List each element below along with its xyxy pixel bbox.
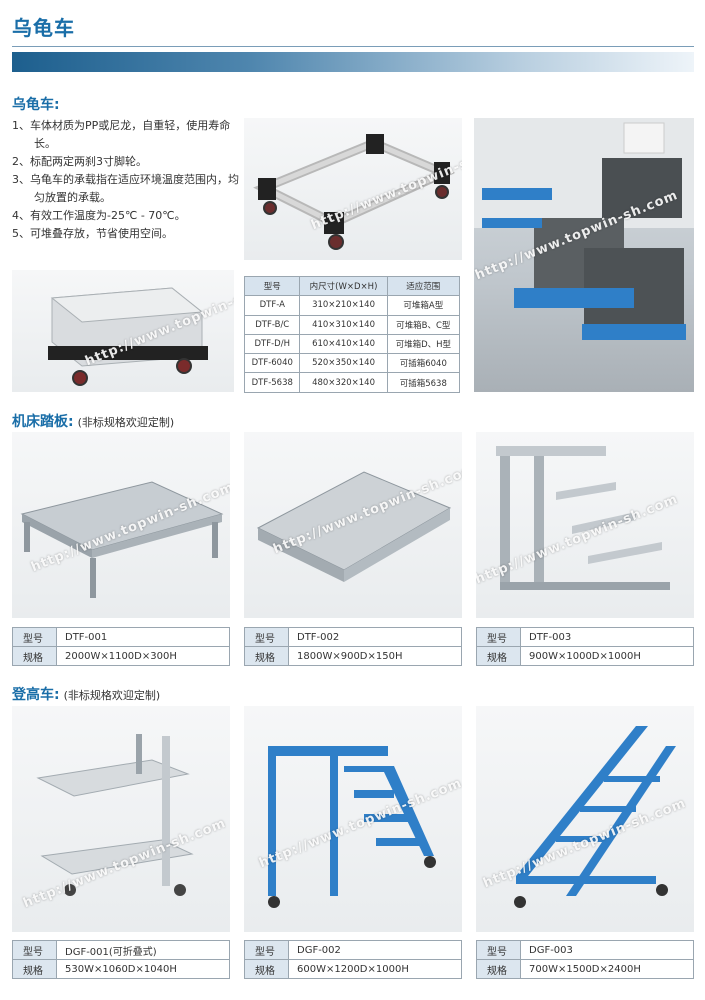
table-cell: DTF-B/C: [243, 314, 301, 335]
photo-dgf-002: http://www.topwin-sh.com: [244, 706, 462, 932]
section-title-machine-platform: 机床踏板:(非标规格欢迎定制): [12, 414, 175, 430]
spec-value: 700W×1500D×2400H: [520, 959, 694, 979]
model-value: DGF-001(可折叠式): [56, 940, 230, 960]
table-cell: 520×350×140: [299, 353, 388, 374]
feature-item: 2、标配两定两刹3寸脚轮。: [12, 155, 147, 168]
table-row: DTF-A 310×210×140 可堆箱A型: [243, 295, 461, 316]
table-row: DTF-6040 520×350×140 可插箱6040: [243, 353, 461, 374]
model-value: DTF-003: [520, 627, 694, 647]
table-cell: 410×310×140: [299, 314, 388, 335]
model-value: DTF-001: [56, 627, 230, 647]
table-cell: 310×210×140: [299, 295, 388, 316]
photo-dgf-001: http://www.topwin-sh.com: [12, 706, 230, 932]
model-label: 型号: [244, 940, 289, 960]
photo-dtf-003: http://www.topwin-sh.com: [476, 432, 694, 618]
turtle-cart-spec-table: 型号 内尺寸(W×D×H) 适应范围 DTF-A 310×210×140 可堆箱…: [243, 275, 461, 393]
spec-value: 900W×1000D×1000H: [520, 646, 694, 666]
table-cell: 610×410×140: [299, 333, 388, 355]
table-row: DTF-B/C 410×310×140 可堆箱B、C型: [243, 314, 461, 335]
spec-value: 530W×1060D×1040H: [56, 959, 230, 979]
table-header-row: 型号 内尺寸(W×D×H) 适应范围: [243, 275, 461, 297]
model-label: 型号: [12, 627, 57, 647]
feature-item: 5、可堆叠存放，节省使用空间。: [12, 227, 173, 240]
model-value: DGF-002: [288, 940, 462, 960]
model-value: DGF-003: [520, 940, 694, 960]
spec-label: 规格: [12, 646, 57, 666]
spec-label: 规格: [476, 646, 521, 666]
table-cell: 可堆箱A型: [386, 295, 461, 316]
photo-dtf-002: http://www.topwin-sh.com: [244, 432, 462, 618]
model-label: 型号: [476, 940, 521, 960]
photo-turtle-cart-with-crate: http://www.topwin-sh.com: [12, 270, 234, 392]
table-row: DTF-D/H 610×410×140 可堆箱D、H型: [243, 333, 461, 355]
column-header: 适应范围: [386, 275, 461, 297]
table-row: DTF-5638 480×320×140 可插箱5638: [243, 372, 461, 393]
spec-value: 1800W×900D×150H: [288, 646, 462, 666]
photo-dtf-001: http://www.topwin-sh.com: [12, 432, 230, 618]
model-label: 型号: [244, 627, 289, 647]
title-rule: [12, 46, 694, 47]
table-cell: 可堆箱D、H型: [386, 333, 461, 355]
section-title-turtle-cart: 乌龟车:: [12, 97, 60, 113]
feature-item: 4、有效工作温度为-25℃ - 70℃。: [12, 209, 186, 222]
spec-label: 规格: [244, 646, 289, 666]
table-cell: DTF-D/H: [243, 333, 301, 355]
page-title: 乌龟车: [12, 16, 75, 40]
spec-label: 规格: [476, 959, 521, 979]
spec-value: 2000W×1100D×300H: [56, 646, 230, 666]
table-cell: DTF-A: [243, 295, 301, 316]
model-label: 型号: [12, 940, 57, 960]
title-band: [12, 52, 694, 72]
feature-list: 1、车体材质为PP或尼龙，自重轻，使用寿命长。 2、标配两定两刹3寸脚轮。 3、…: [12, 117, 240, 243]
table-cell: DTF-5638: [243, 372, 301, 393]
table-cell: 可插箱5638: [386, 372, 461, 393]
feature-item: 3、乌龟车的承载指在适应环境温度范围内，均匀放置的承载。: [12, 173, 239, 204]
table-cell: 可堆箱B、C型: [386, 314, 461, 335]
column-header: 型号: [243, 275, 301, 297]
photo-turtle-dolly: http://www.topwin-sh.com: [244, 118, 462, 260]
model-label: 型号: [476, 627, 521, 647]
table-cell: 可插箱6040: [386, 353, 461, 374]
photo-dgf-003: http://www.topwin-sh.com: [476, 706, 694, 932]
column-header: 内尺寸(W×D×H): [299, 275, 388, 297]
photo-warehouse-crates: http://www.topwin-sh.com: [474, 118, 694, 392]
table-cell: DTF-6040: [243, 353, 301, 374]
spec-label: 规格: [12, 959, 57, 979]
feature-item: 1、车体材质为PP或尼龙，自重轻，使用寿命长。: [12, 119, 231, 150]
section-title-climbing-cart: 登高车:(非标规格欢迎定制): [12, 687, 161, 703]
table-cell: 480×320×140: [299, 372, 388, 393]
spec-value: 600W×1200D×1000H: [288, 959, 462, 979]
model-value: DTF-002: [288, 627, 462, 647]
spec-label: 规格: [244, 959, 289, 979]
